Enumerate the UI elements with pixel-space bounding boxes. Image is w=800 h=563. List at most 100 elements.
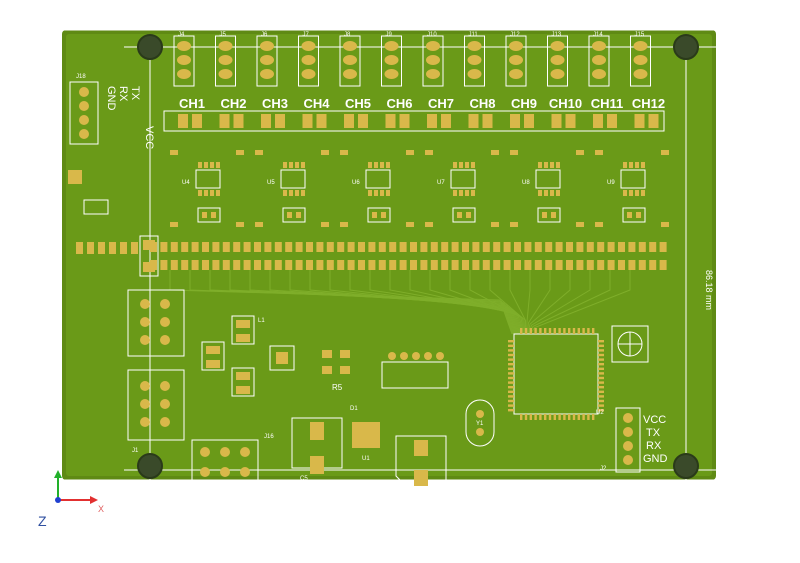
resistor-array-pad xyxy=(212,242,220,252)
mcu-pin xyxy=(508,386,514,389)
led-pad xyxy=(482,114,493,128)
resistor-pad xyxy=(661,222,669,227)
resistor-array-pad xyxy=(274,242,282,252)
resistor-array-pad xyxy=(462,260,469,270)
header-pin-pad xyxy=(384,41,399,51)
mcu-pin xyxy=(508,409,514,412)
header-pin-pad xyxy=(426,69,440,79)
channel-header-ref: J4 xyxy=(178,32,185,38)
chip-pin xyxy=(204,190,208,196)
resistor-array-pad xyxy=(524,242,532,252)
resistor-array-pad xyxy=(534,260,542,270)
resistor-pad xyxy=(255,150,263,155)
resistor-array-pad xyxy=(170,260,178,270)
r5-label: R5 xyxy=(332,383,343,392)
header-pin-pad xyxy=(426,55,440,65)
resistor-pad xyxy=(76,242,83,254)
resistor-pad xyxy=(576,150,584,155)
chip-pin xyxy=(465,162,469,168)
resistor-array-pad xyxy=(430,242,438,252)
resistor-pad xyxy=(406,150,414,155)
channel-header-outline xyxy=(630,35,651,87)
channel-header-outline xyxy=(298,35,319,87)
resistor-array-pad xyxy=(191,260,199,270)
resistor-array-pad xyxy=(160,260,168,270)
resistor-array-pad xyxy=(503,260,511,270)
resistor-array-pad xyxy=(254,242,261,252)
resistor-array-pad xyxy=(659,260,667,270)
chip-pin xyxy=(380,190,384,196)
channel-header-ref: J6 xyxy=(261,32,268,38)
resistor-array-pad xyxy=(170,242,178,252)
led-pad xyxy=(524,114,534,128)
resistor-array-pad xyxy=(597,242,605,252)
mid-right-dimension: 86.18 mm xyxy=(704,270,714,310)
mcu-pin xyxy=(598,390,604,393)
mcu-pin xyxy=(598,409,604,412)
resistor-pad xyxy=(170,150,178,155)
cap-pad xyxy=(143,240,155,250)
resistor-array-pad xyxy=(638,260,646,270)
mcu-pin xyxy=(548,328,552,334)
resistor-array-pad xyxy=(441,242,449,252)
transistor-pad xyxy=(551,212,556,218)
left-connector[interactable]: J18 GND RX TX VCC xyxy=(69,74,155,149)
transistor-pad xyxy=(457,212,462,218)
x-axis-label: X xyxy=(98,504,104,514)
resistor-pad xyxy=(510,222,518,227)
resistor-pad xyxy=(170,222,178,227)
resistor-array-pad xyxy=(399,260,407,270)
led-pad xyxy=(385,114,396,128)
c9-label: C9 xyxy=(428,492,436,498)
led-pad xyxy=(551,114,562,128)
transistor-pad xyxy=(466,212,471,218)
channel-label: CH3 xyxy=(262,96,288,111)
resistor-array-pad xyxy=(576,260,584,270)
chip-pin xyxy=(544,190,548,196)
mcu-pin xyxy=(548,414,552,420)
resistor-pad xyxy=(120,242,127,254)
led-pad xyxy=(275,114,285,128)
driver-chip-label: U6 xyxy=(352,180,360,186)
signal-trace xyxy=(389,270,522,335)
chip-pin xyxy=(471,190,475,196)
channel-label: CH6 xyxy=(386,96,412,111)
mcu-pin xyxy=(572,414,576,420)
header-pin-pad xyxy=(467,41,482,51)
mcu-pin xyxy=(539,414,542,420)
mcu-pin xyxy=(508,358,514,361)
chip-pin xyxy=(386,162,390,168)
header-pin-pad xyxy=(260,41,274,51)
resistor-pad xyxy=(406,222,414,227)
chip-pin xyxy=(374,162,378,168)
resistor-array-pad xyxy=(659,242,667,252)
mcu-pin xyxy=(520,414,523,420)
resistor-array-pad xyxy=(503,242,511,252)
mcu-pin xyxy=(598,404,604,407)
chip-pin xyxy=(380,162,384,168)
resistor-array-pad xyxy=(618,260,625,270)
chip-pin xyxy=(283,190,287,196)
resistor-pad xyxy=(98,242,105,254)
resistor-array-pad xyxy=(555,260,563,270)
right-pin-2: RX xyxy=(646,440,662,452)
channel-header-ref: J13 xyxy=(552,32,562,38)
channel-header-outline xyxy=(547,35,568,87)
right-connector[interactable]: J2 VCC TX RX GND xyxy=(600,407,668,473)
signal-trace xyxy=(529,270,631,335)
chip-pin xyxy=(283,162,287,168)
mcu-pin xyxy=(598,372,604,375)
resistor-pad xyxy=(595,150,603,155)
mcu-pin xyxy=(598,340,604,343)
axis-gizmo: Z X xyxy=(38,470,104,529)
resistor-array-pad xyxy=(347,260,355,270)
channel-header-ref: J7 xyxy=(303,32,310,38)
driver-chip-label: U9 xyxy=(607,180,615,186)
header-pin-pad xyxy=(218,69,233,79)
channel-label: CH11 xyxy=(591,96,624,111)
mcu-pin xyxy=(553,328,556,334)
left-pin-0: GND xyxy=(105,86,117,111)
